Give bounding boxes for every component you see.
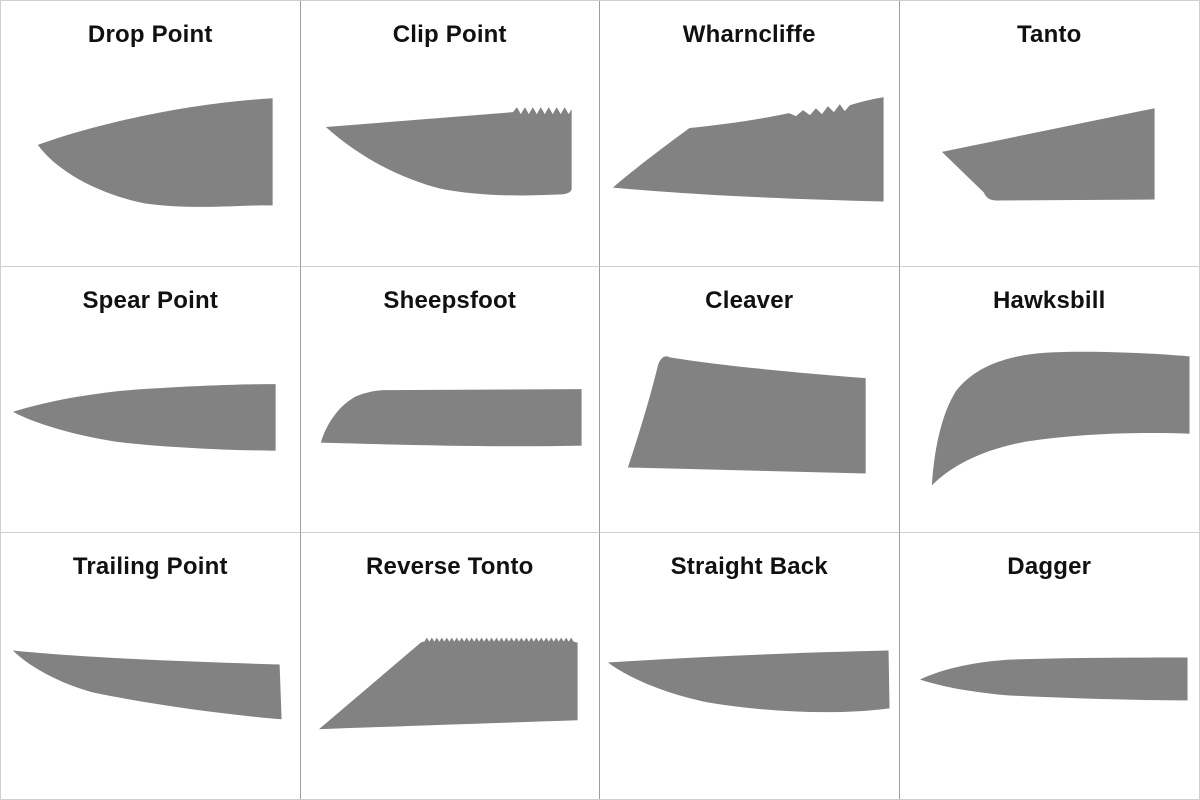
blade-label-spear-point: Spear Point xyxy=(82,287,219,314)
grid-cell-cleaver: Cleaver xyxy=(600,267,900,533)
grid-cell-sheepsfoot: Sheepsfoot xyxy=(300,267,600,533)
grid-cell-dagger: Dagger xyxy=(899,533,1199,799)
clip-point-blade-icon xyxy=(325,107,572,196)
blade-label-straight-back: Straight Back xyxy=(670,553,828,580)
trailing-point-silhouette xyxy=(12,650,282,720)
grid-cell-spear-point: Spear Point xyxy=(1,267,301,533)
grid-cell-reverse-tonto: Reverse Tonto xyxy=(300,533,600,799)
grid-cell-straight-back: Straight Back xyxy=(600,533,900,799)
blade-label-wharncliffe: Wharncliffe xyxy=(682,21,816,48)
blade-label-reverse-tonto: Reverse Tonto xyxy=(365,553,534,580)
hawksbill-blade-icon xyxy=(931,351,1190,486)
sheepsfoot-blade-icon xyxy=(320,389,582,447)
grid-cell-wharncliffe: Wharncliffe xyxy=(600,1,900,267)
trailing-point-blade-icon xyxy=(12,650,282,720)
dagger-blade-icon xyxy=(919,657,1188,701)
grid-cell-tanto: Tanto xyxy=(899,1,1199,267)
hawksbill-silhouette xyxy=(931,351,1190,486)
blade-label-hawksbill: Hawksbill xyxy=(992,287,1106,314)
blade-label-tanto: Tanto xyxy=(1016,21,1082,48)
cleaver-silhouette xyxy=(627,356,866,474)
clip-point-silhouette xyxy=(325,107,572,196)
wharncliffe-blade-icon xyxy=(612,97,884,202)
tanto-silhouette xyxy=(941,108,1155,201)
reverse-tonto-blade-icon xyxy=(318,637,578,730)
spear-point-blade-icon xyxy=(12,384,276,451)
blade-label-cleaver: Cleaver xyxy=(705,287,794,314)
reverse-tonto-silhouette xyxy=(318,637,578,730)
drop-point-blade-icon xyxy=(37,98,273,207)
spear-point-silhouette xyxy=(12,384,276,451)
grid-cell-hawksbill: Hawksbill xyxy=(899,267,1199,533)
wharncliffe-silhouette xyxy=(612,97,884,202)
blade-label-sheepsfoot: Sheepsfoot xyxy=(383,287,517,314)
drop-point-silhouette xyxy=(37,98,273,207)
cleaver-blade-icon xyxy=(627,356,866,474)
blade-label-trailing-point: Trailing Point xyxy=(72,553,228,580)
blade-label-dagger: Dagger xyxy=(1007,553,1092,580)
straight-back-silhouette xyxy=(607,650,890,713)
dagger-silhouette xyxy=(919,657,1188,701)
grid-cell-drop-point: Drop Point xyxy=(1,1,301,267)
blade-label-drop-point: Drop Point xyxy=(87,21,213,48)
blade-label-clip-point: Clip Point xyxy=(392,21,507,48)
straight-back-blade-icon xyxy=(607,650,890,713)
grid-cell-trailing-point: Trailing Point xyxy=(1,533,301,799)
grid-cell-clip-point: Clip Point xyxy=(300,1,600,267)
tanto-blade-icon xyxy=(941,108,1155,201)
sheepsfoot-silhouette xyxy=(320,389,582,447)
